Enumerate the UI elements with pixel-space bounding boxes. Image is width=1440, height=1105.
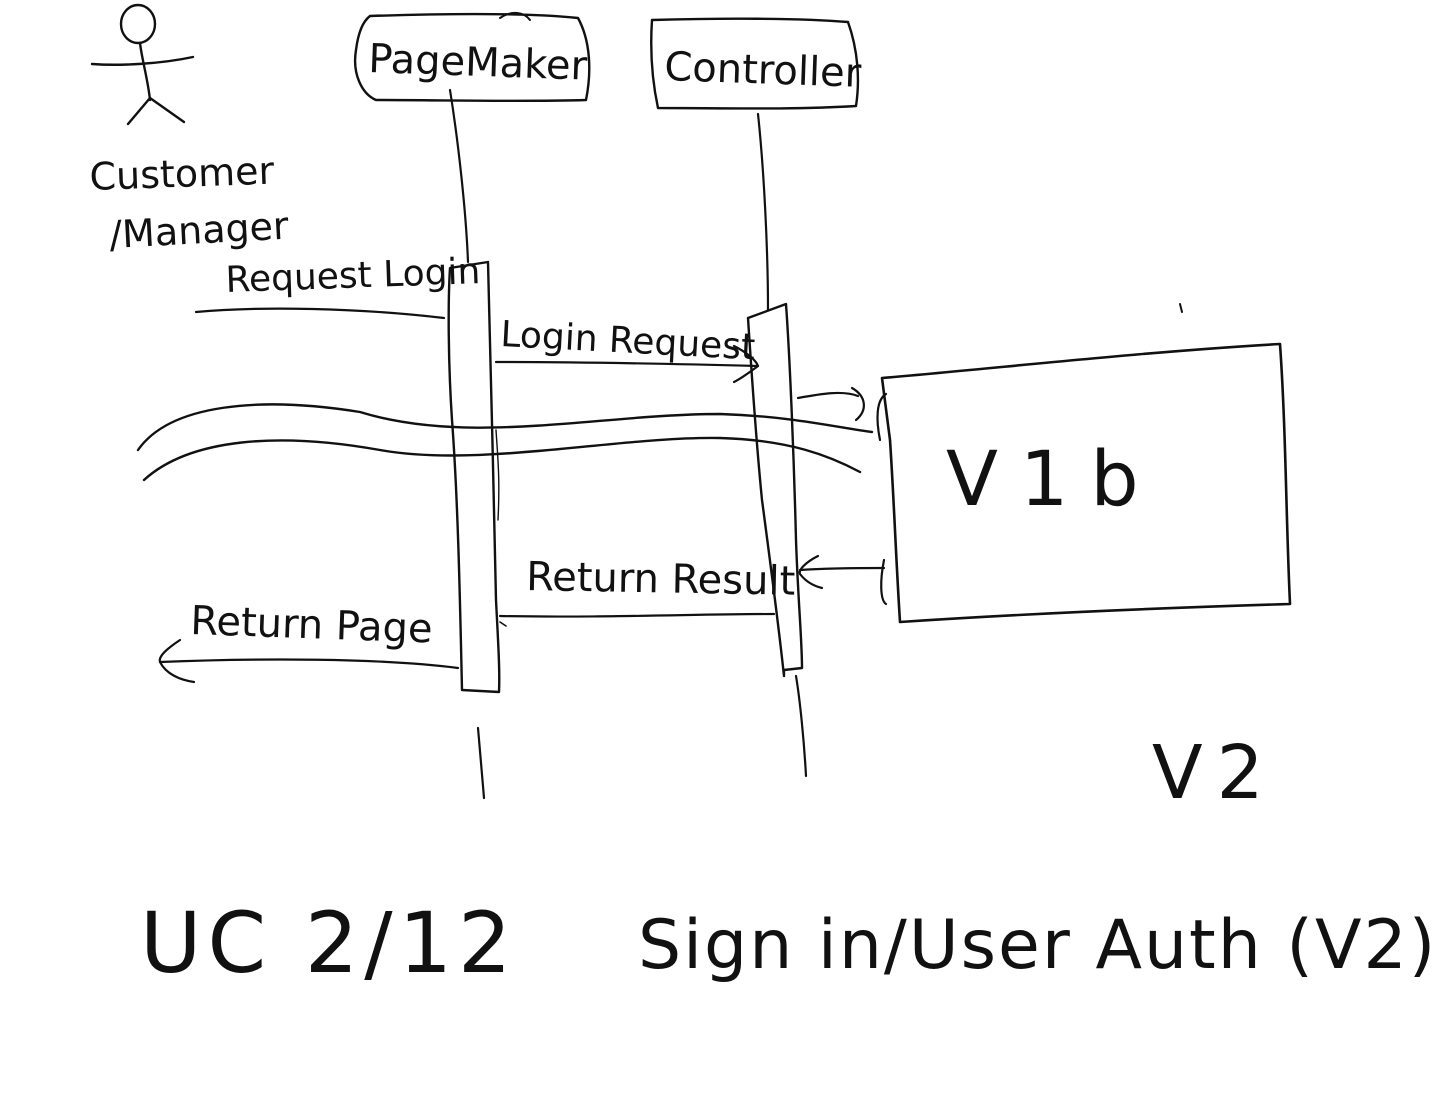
request-login-arrow — [194, 307, 446, 320]
pagemaker-activation-bar — [447, 260, 501, 694]
caption-title: Sign in/User Auth (V2) — [638, 906, 1437, 985]
break-wave-upper — [136, 403, 874, 452]
pagemaker-header-box — [353, 12, 591, 103]
return-page-arrow — [158, 658, 460, 670]
caption-uc-id: UC 2/12 — [140, 894, 517, 992]
message-login-request: Login Request — [494, 314, 760, 384]
actor-label-line1: Customer — [89, 149, 275, 199]
lifeline-pagemaker: PageMaker — [353, 12, 591, 800]
controller-header-box — [650, 17, 860, 110]
diagram-caption: UC 2/12 Sign in/User Auth (V2) — [140, 894, 1437, 992]
return-result-arrow — [498, 612, 776, 618]
controller-label: Controller — [664, 44, 863, 97]
ref-box-frame — [880, 342, 1292, 624]
actor-customer-manager: Customer /Manager — [89, 3, 290, 257]
controller-activation-bar — [746, 302, 804, 678]
message-return-page: Return Page — [158, 598, 460, 684]
break-wave-lines — [136, 403, 874, 482]
return-page-arrowhead — [158, 638, 196, 684]
login-request-label: Login Request — [500, 314, 757, 368]
return-result-label: Return Result — [526, 554, 796, 605]
login-request-arrowhead — [732, 344, 760, 384]
lifeline-controller: Controller — [650, 17, 863, 778]
ref-box-v1b: V1b — [876, 342, 1292, 624]
controller-lifeline — [756, 112, 770, 312]
version-label: V2 — [1152, 730, 1278, 816]
login-request-arrow — [494, 360, 760, 368]
stick-figure-icon — [90, 3, 195, 126]
ref-box-label: V1b — [946, 434, 1161, 523]
pagemaker-label: PageMaker — [368, 36, 589, 90]
request-login-label: Request Login — [225, 251, 481, 301]
version-mark: V2 — [1152, 303, 1278, 816]
pagemaker-lifeline — [448, 88, 470, 264]
message-call-ref — [796, 386, 865, 422]
actor-label-line2: /Manager — [108, 204, 290, 257]
message-return-result: Return Result — [498, 554, 886, 627]
message-request-login: Request Login — [194, 251, 481, 320]
return-page-label: Return Page — [190, 598, 434, 652]
return-from-ref-arrow — [798, 566, 886, 572]
break-wave-lower — [142, 436, 862, 482]
